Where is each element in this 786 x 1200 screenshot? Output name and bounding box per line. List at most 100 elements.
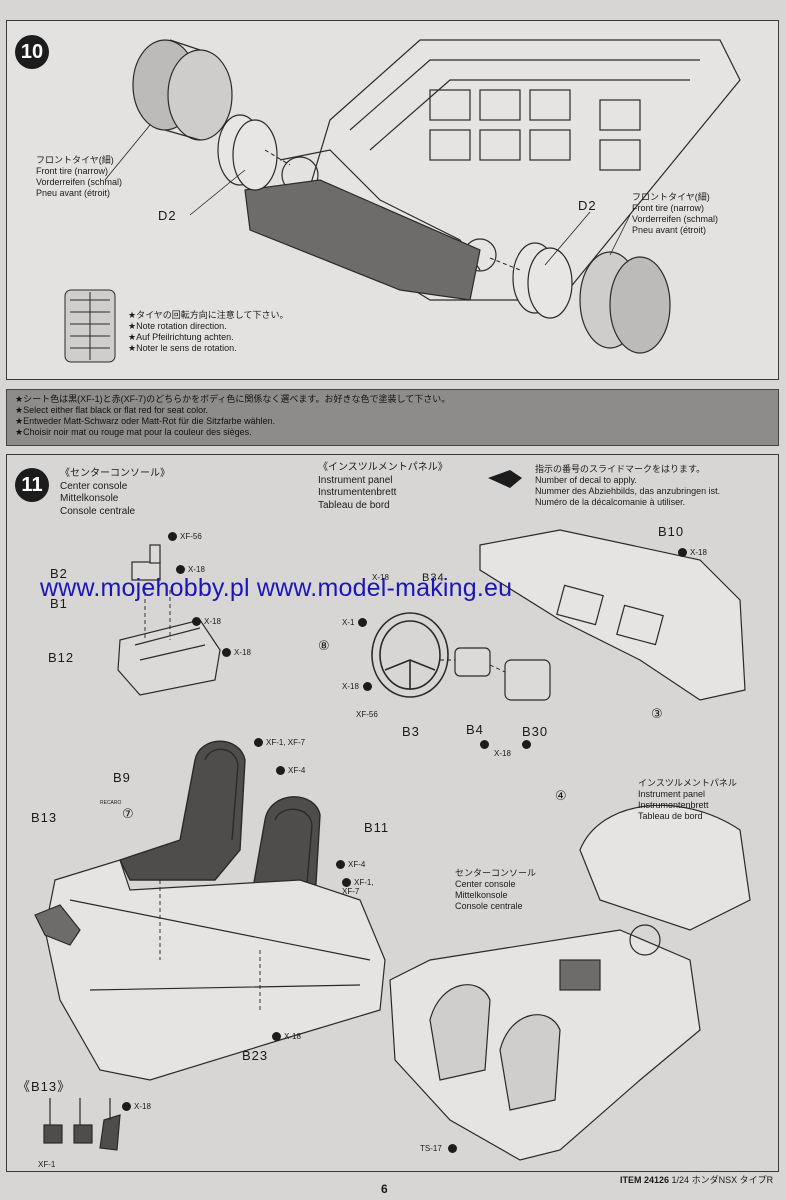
paint-dot-icon <box>176 565 185 575</box>
front-tire-left-de: Vorderreifen (schmal) <box>36 177 123 187</box>
instrument-panel-callout-de: Instrumentenbrett <box>638 800 709 810</box>
paint-dot-icon <box>272 1032 281 1042</box>
paint-xf4-a-text: XF-4 <box>288 766 306 775</box>
part-b34: B34 <box>422 572 445 584</box>
rotation-note-en: ★Note rotation direction. <box>128 321 227 331</box>
page-number: 6 <box>381 1182 388 1196</box>
front-tire-left-label: フロントタイヤ(細) Front tire (narrow) Vorderrei… <box>36 155 122 199</box>
paint-xf4-a: XF-4 <box>276 766 306 776</box>
paint-dot-icon <box>480 740 489 750</box>
part-d2-left: D2 <box>158 208 177 223</box>
center-console-callout-en: Center console <box>455 879 516 889</box>
front-tire-right-jp: フロントタイヤ(細) <box>632 192 710 202</box>
decal-3: ③ <box>651 706 664 721</box>
paint-x18-i-text: X-18 <box>134 1102 151 1111</box>
paint-ts17-text: TS-17 <box>420 1144 442 1153</box>
decal-note: 指示の番号のスライドマークをはります。 Number of decal to a… <box>535 464 720 508</box>
rotation-note-fr: ★Noter le sens de rotation. <box>128 343 237 353</box>
decal-recaro: RECARO <box>100 800 122 806</box>
paint-dot-icon <box>192 617 201 627</box>
center-console-fr: Console centrale <box>60 505 136 517</box>
paint-xf1-xf7-b-text: XF-1, XF-7 <box>342 878 374 897</box>
paint-xf1-xf7-text: XF-1, XF-7 <box>266 738 306 747</box>
b13-part <box>34 904 81 946</box>
paint-x1-text: X-1 <box>342 618 355 627</box>
paint-xf1-text: XF-1 <box>38 1160 56 1169</box>
decal-note-en: Number of decal to apply. <box>535 475 637 485</box>
instrument-panel-jp: 《インスツルメントパネル》 <box>318 462 448 473</box>
instrument-panel-heading: 《インスツルメントパネル》 Instrument panel Instrumen… <box>318 462 448 512</box>
steering-wheel <box>371 612 449 698</box>
instrument-panel-callout-fr: Tableau de bord <box>638 811 703 821</box>
paint-x1: X-1 <box>342 618 370 628</box>
front-tire-right-label: フロントタイヤ(細) Front tire (narrow) Vorderrei… <box>632 192 718 236</box>
part-b2: B2 <box>50 566 68 581</box>
paint-dot-icon <box>522 740 531 750</box>
step-number-11: 11 <box>15 468 49 502</box>
paint-x18-d-text: X-18 <box>372 573 389 582</box>
rotation-note-de: ★Auf Pfeilrichtung achten. <box>128 332 234 342</box>
tread-detail <box>64 289 116 363</box>
paint-x18-c: X-18 <box>222 648 251 658</box>
left-tire <box>132 39 233 141</box>
front-tire-right-en: Front tire (narrow) <box>632 203 705 213</box>
decal-note-jp: 指示の番号のスライドマークをはります。 <box>535 464 706 474</box>
paint-dot-icon <box>342 878 351 888</box>
right-tire <box>579 251 671 354</box>
paint-dot-icon <box>447 1144 457 1154</box>
center-console-de: Mittelkonsole <box>60 493 119 504</box>
part-b12: B12 <box>48 650 75 665</box>
paint-x18-b-text: X-18 <box>204 617 221 626</box>
banner-line-fr: ★Choisir noir mat ou rouge mat pour la c… <box>15 427 252 437</box>
paint-x18-e: X-18 <box>678 548 707 558</box>
paint-xf56-a: XF-56 <box>168 532 202 542</box>
paint-x18-d: X-18 <box>372 573 389 582</box>
instrument-panel-callout-en: Instrument panel <box>638 789 706 799</box>
floor-pan <box>44 859 386 1081</box>
part-b13-detail: 《B13》 <box>17 1079 72 1094</box>
paint-x18-e-text: X-18 <box>690 548 707 557</box>
center-console-callout-fr: Console centrale <box>455 901 523 911</box>
paint-x18-g: X-18 <box>480 740 534 758</box>
paint-x18-h-text: X-18 <box>284 1032 301 1041</box>
dashboard-part <box>479 529 746 701</box>
instrument-panel-en: Instrument panel <box>318 474 393 486</box>
part-b11: B11 <box>364 820 390 835</box>
paint-xf1: XF-1 <box>38 1160 55 1169</box>
front-tire-left-fr: Pneu avant (étroit) <box>36 188 111 198</box>
center-console-en: Center console <box>60 480 128 492</box>
interior-assembly <box>389 804 751 1161</box>
front-tire-left-en: Front tire (narrow) <box>36 166 109 176</box>
banner-line-jp: ★シート色は黒(XF-1)と赤(XF-7)のどちらかをボディ色に関係なく選べます… <box>15 394 451 404</box>
part-b10: B10 <box>658 524 685 539</box>
step-11-panel <box>6 454 779 1172</box>
paint-x18-f-text: X-18 <box>342 682 359 691</box>
paint-x18-i: X-18 <box>122 1102 151 1112</box>
step-number-10: 10 <box>15 35 49 69</box>
paint-x18-b: X-18 <box>192 617 221 627</box>
rotation-note: ★タイヤの回転方向に注意して下さい。 ★Note rotation direct… <box>128 310 289 354</box>
pedal-detail <box>43 1098 121 1151</box>
center-console-callout-de: Mittelkonsole <box>455 890 508 900</box>
paint-dot-icon <box>358 618 368 628</box>
watermark-text: www.mojehobby.pl www.model-making.eu <box>40 574 513 602</box>
part-b9: B9 <box>113 770 131 785</box>
paint-dot-icon <box>678 548 687 558</box>
seat-left <box>119 740 246 881</box>
part-b1: B1 <box>50 596 68 611</box>
paint-x18-a-text: X-18 <box>188 565 205 574</box>
paint-dot-icon <box>168 532 177 542</box>
center-console-heading: 《センターコンソール》 Center console Mittelkonsole… <box>60 468 170 518</box>
front-bumper-part <box>244 179 481 301</box>
part-b4: B4 <box>466 722 484 737</box>
paint-dot-icon <box>362 682 372 692</box>
center-console-callout: センターコンソール Center console Mittelkonsole C… <box>455 868 536 912</box>
banner-line-de: ★Entweder Matt-Schwarz oder Matt-Rot für… <box>15 416 276 426</box>
part-d2-right: D2 <box>578 198 597 213</box>
footer-item: ITEM 24126 1/24 ホンダNSX タイプR <box>620 1173 773 1186</box>
center-console-jp: 《センターコンソール》 <box>60 468 170 479</box>
part-b3: B3 <box>402 724 420 739</box>
part-b23: B23 <box>242 1048 269 1063</box>
paint-xf56-b: XF-56 <box>356 710 378 719</box>
